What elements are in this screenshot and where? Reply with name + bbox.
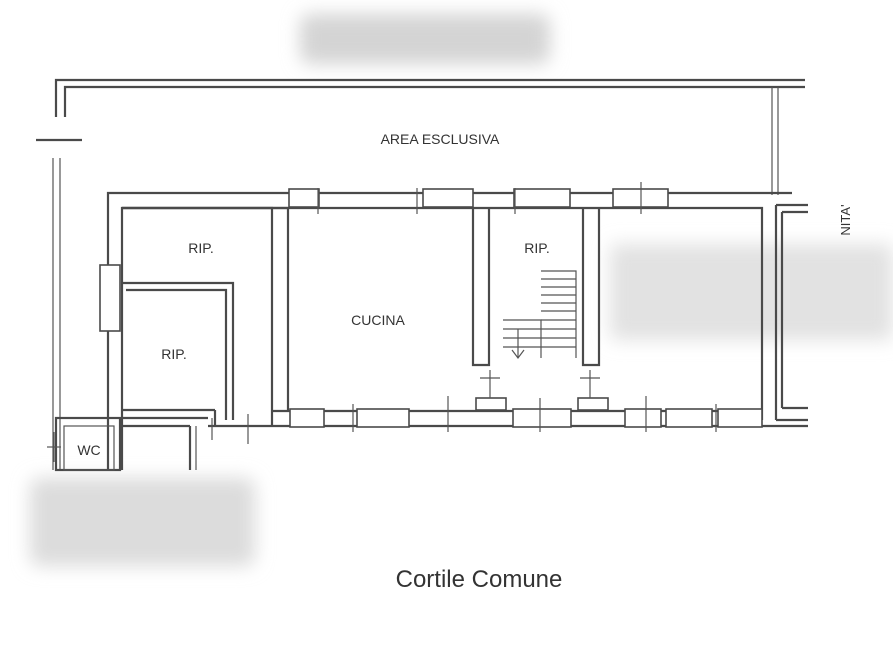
cortile-comune-caption: Cortile Comune [396, 566, 563, 593]
door-ticks [47, 182, 717, 462]
area-boundary [36, 78, 805, 470]
rip-left-top-label: RIP. [188, 240, 213, 256]
redaction-bottom-left [30, 478, 255, 566]
staircase [503, 270, 577, 359]
redaction-right [610, 244, 893, 340]
windows [99, 188, 763, 428]
rip-stair-label: RIP. [524, 240, 549, 256]
area-esclusiva-label: AREA ESCLUSIVA [381, 131, 500, 147]
unita-label: NITA' [838, 204, 853, 235]
cucina-label: CUCINA [351, 312, 405, 328]
wc-label: WC [77, 442, 100, 458]
redaction-top [300, 14, 550, 64]
rip-left-bottom-label: RIP. [161, 346, 186, 362]
